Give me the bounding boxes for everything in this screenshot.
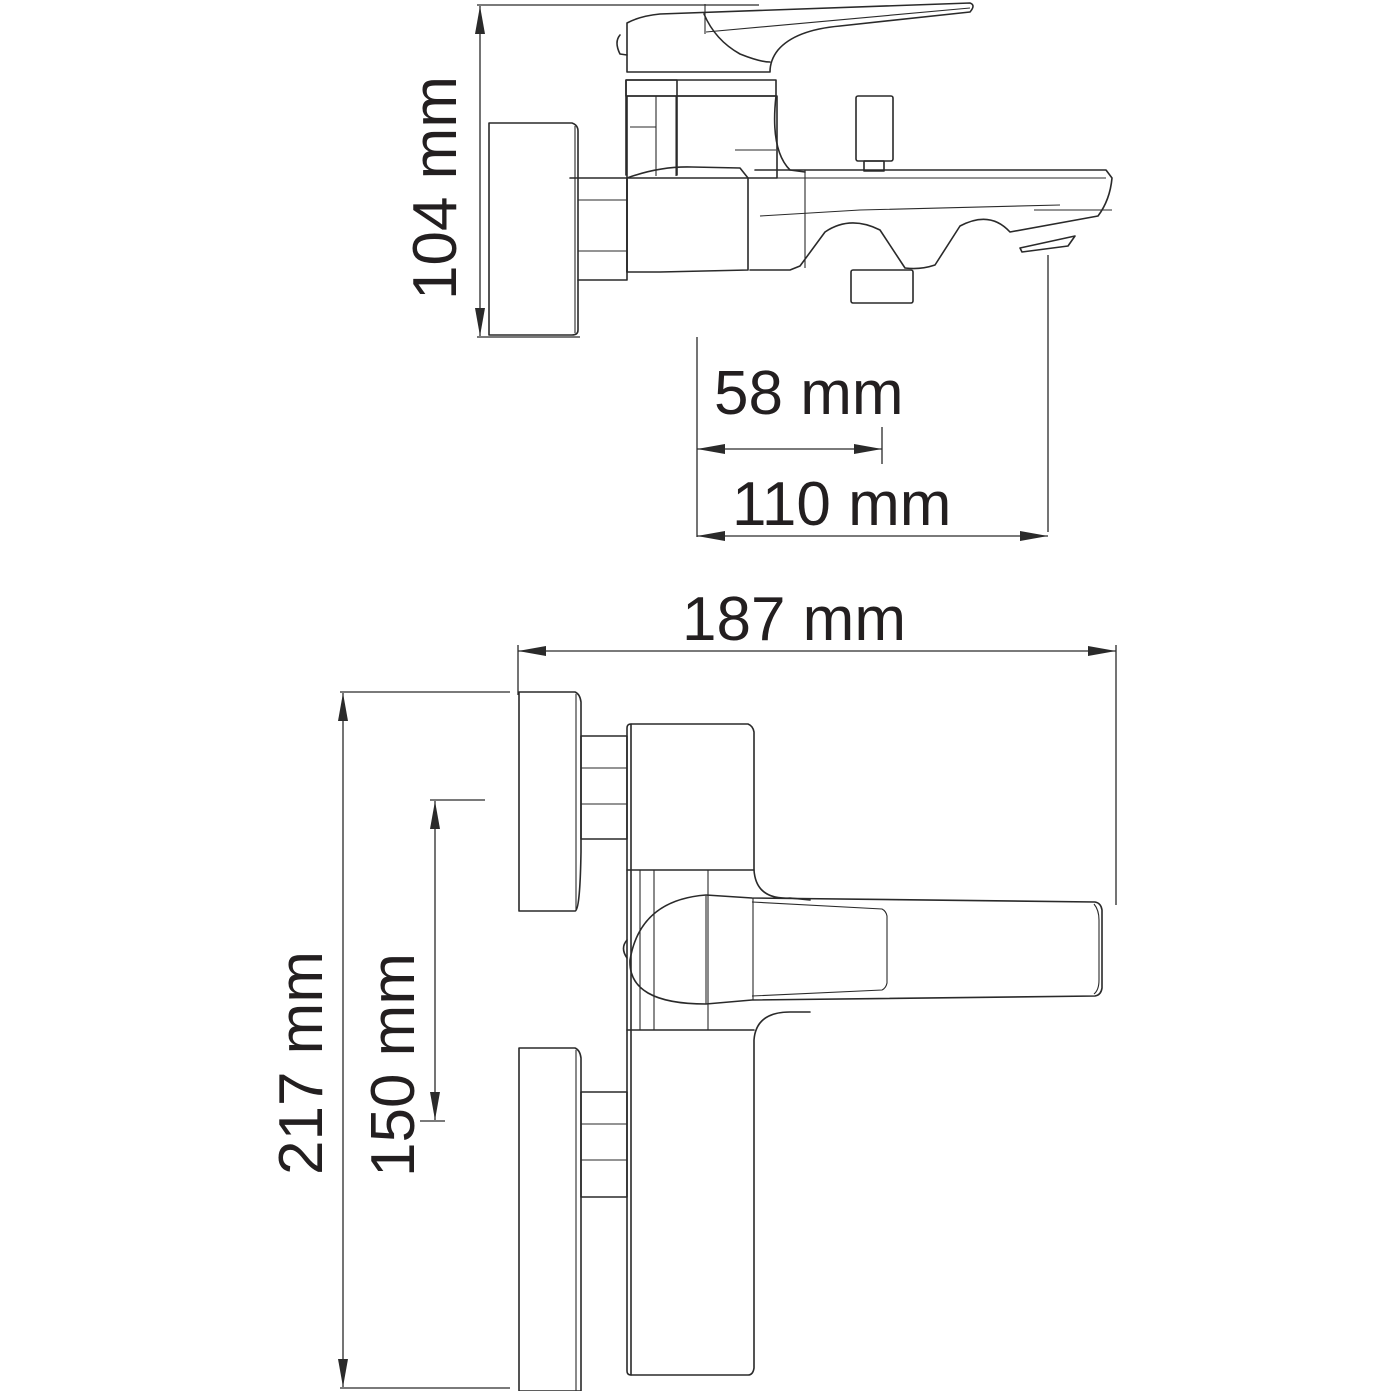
upper-flange [518, 691, 582, 912]
width-label: 217 mm [267, 951, 336, 1175]
spout [749, 169, 1113, 271]
diverter-knob [855, 95, 894, 162]
center-distance-label: 150 mm [359, 953, 428, 1177]
aerator [1019, 235, 1076, 253]
height-label: 104 mm [401, 76, 470, 300]
dimension-height: 104 mm [401, 4, 759, 338]
dimension-spout: 58 mm 110 mm [696, 255, 1049, 541]
wall-flange [488, 122, 579, 336]
bottom-connector [850, 269, 914, 304]
top-lever [629, 894, 1103, 1005]
spout-offset-label: 58 mm [714, 359, 903, 428]
top-view [518, 691, 1103, 1391]
dimension-width: 217 mm 150 mm [267, 691, 510, 1389]
lever-handle [626, 2, 974, 73]
spout-reach-label: 110 mm [732, 470, 951, 539]
side-view [488, 2, 1113, 336]
top-body-lower [630, 1011, 811, 1376]
lower-flange [518, 1047, 582, 1391]
mixer-body [626, 166, 749, 273]
depth-label: 187 mm [682, 585, 906, 654]
top-body-upper [630, 723, 811, 901]
dimension-depth: 187 mm [517, 585, 1117, 905]
